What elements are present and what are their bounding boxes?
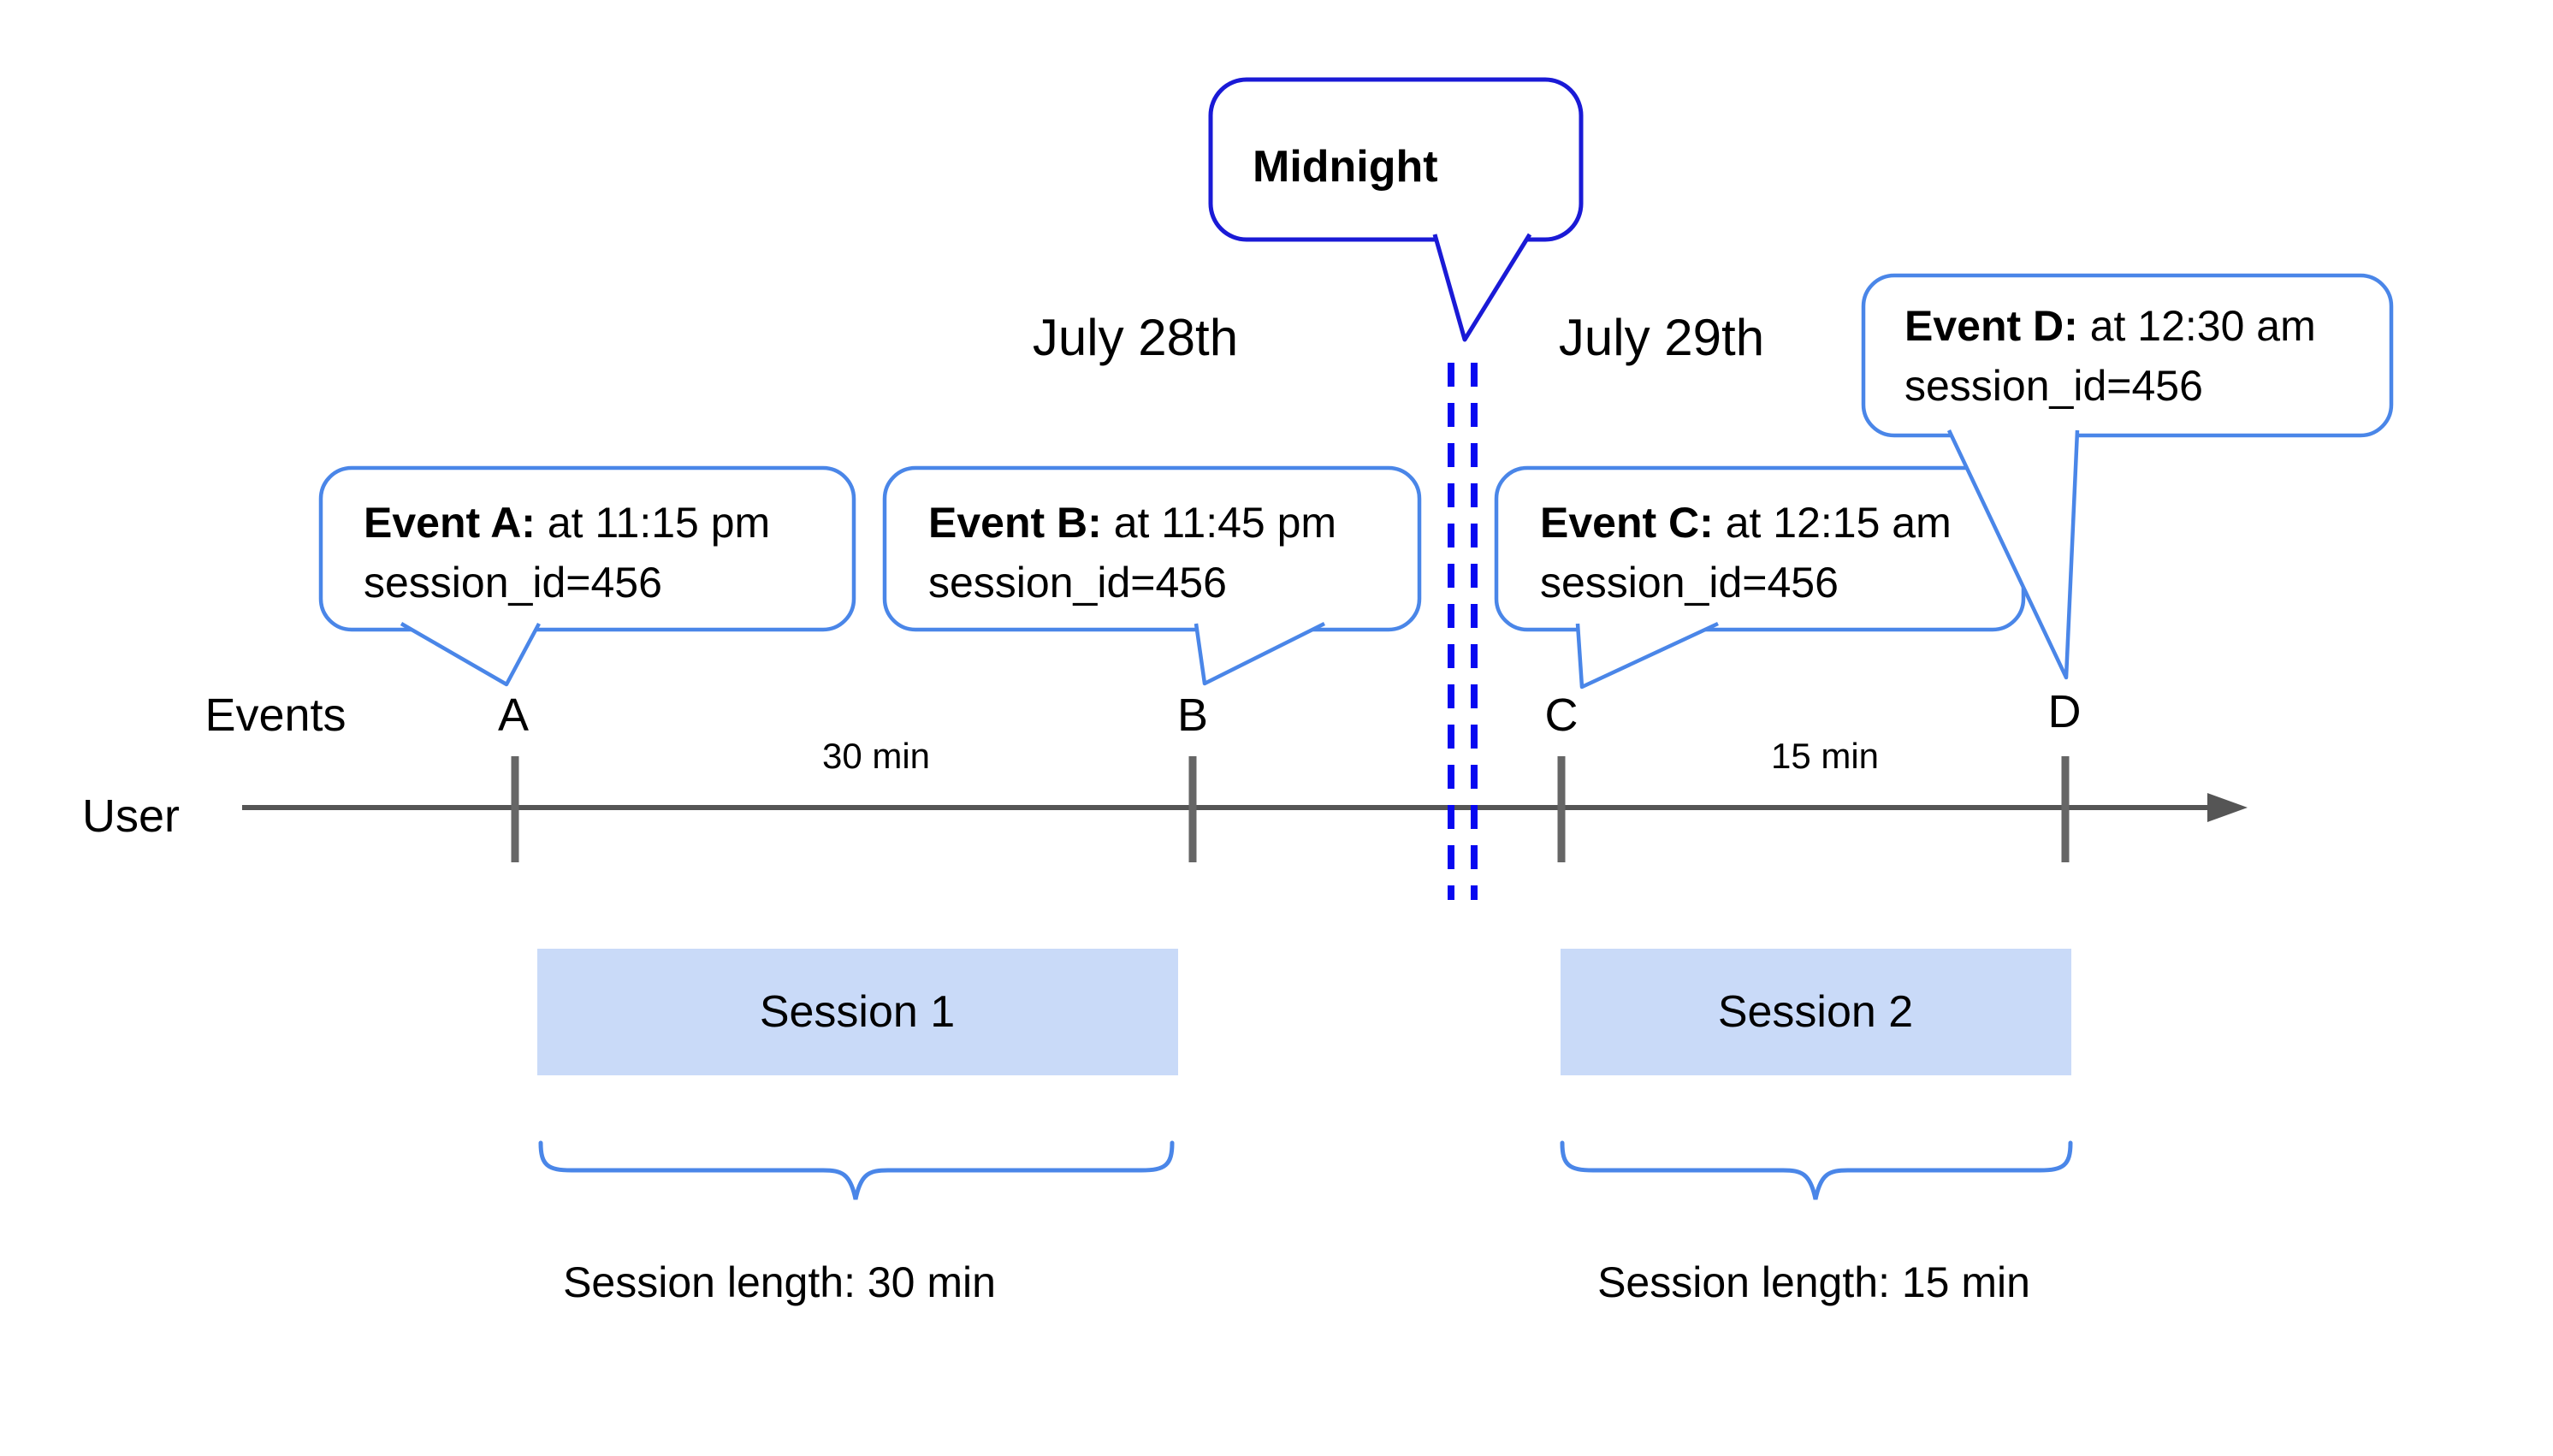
event-b-callout-box	[882, 465, 1422, 632]
event-c-callout-time: at 12:15 am	[1714, 499, 1952, 547]
session-1-length-label: Session length: 30 min	[563, 1258, 996, 1306]
event-a-callout-time: at 11:15 pm	[536, 499, 770, 547]
session-1-label: Session 1	[760, 987, 955, 1037]
event-c-callout-line2: session_id=456	[1540, 559, 1839, 607]
event-label-b: B	[1177, 690, 1208, 741]
timeline-arrowhead-icon	[2207, 793, 2248, 822]
event-d-callout-time: at 12:30 am	[2078, 302, 2316, 350]
events-axis-label: Events	[204, 690, 346, 741]
event-a-callout-line2: session_id=456	[364, 559, 662, 607]
user-axis-label: User	[82, 790, 180, 842]
event-c-callout-title: Event C:	[1540, 499, 1714, 547]
event-b-callout-title: Event B:	[928, 499, 1102, 547]
session-2-brace	[1560, 1140, 2073, 1200]
session-2-box	[1561, 949, 2071, 1075]
event-b-callout-line1: Event B: at 11:45 pm	[928, 499, 1336, 547]
midnight-callout: Midnight	[1208, 77, 1584, 342]
session-1-brace	[538, 1140, 1175, 1200]
event-b-callout-tail	[1194, 621, 1326, 686]
midnight-callout-tail	[1432, 233, 1532, 342]
event-d-callout-tail	[1946, 429, 2080, 680]
event-d-callout: Event D: at 12:30 am session_id=456	[1861, 273, 2394, 680]
event-c-callout: Event C: at 12:15 am session_id=456	[1494, 465, 2026, 690]
event-a-callout-box	[318, 465, 856, 632]
event-a-callout-tail	[400, 622, 541, 687]
interval-label-c-d: 15 min	[1771, 736, 1879, 776]
event-b-callout-time: at 11:45 pm	[1102, 499, 1336, 547]
midnight-callout-box	[1208, 77, 1584, 242]
event-c-callout-line1: Event C: at 12:15 am	[1540, 499, 1952, 547]
event-d-callout-line2: session_id=456	[1904, 362, 2203, 410]
session-2-length-label: Session length: 15 min	[1597, 1258, 2030, 1306]
event-label-d: D	[2048, 686, 2082, 737]
event-b-callout-line2: session_id=456	[928, 559, 1227, 607]
event-d-callout-line1: Event D: at 12:30 am	[1904, 302, 2316, 350]
event-a-callout: Event A: at 11:15 pm session_id=456	[318, 465, 856, 687]
midnight-callout-label: Midnight	[1253, 142, 1438, 192]
event-a-callout-title: Event A:	[364, 499, 536, 547]
session-1-box	[537, 949, 1178, 1075]
event-d-callout-box	[1861, 273, 2394, 438]
session-1: Session 1 Session length: 30 min	[537, 949, 1178, 1306]
event-b-callout: Event B: at 11:45 pm session_id=456	[882, 465, 1422, 686]
date-label-july-28: July 28th	[1033, 309, 1238, 366]
session-2-label: Session 2	[1718, 987, 1913, 1037]
event-label-c: C	[1545, 690, 1579, 741]
interval-label-a-b: 30 min	[822, 736, 930, 776]
event-label-a: A	[498, 690, 529, 741]
event-c-callout-tail	[1575, 621, 1719, 690]
date-label-july-29: July 29th	[1559, 309, 1764, 366]
session-2: Session 2 Session length: 15 min	[1560, 949, 2073, 1306]
event-a-callout-line1: Event A: at 11:15 pm	[364, 499, 770, 547]
event-d-callout-title: Event D:	[1904, 302, 2078, 350]
